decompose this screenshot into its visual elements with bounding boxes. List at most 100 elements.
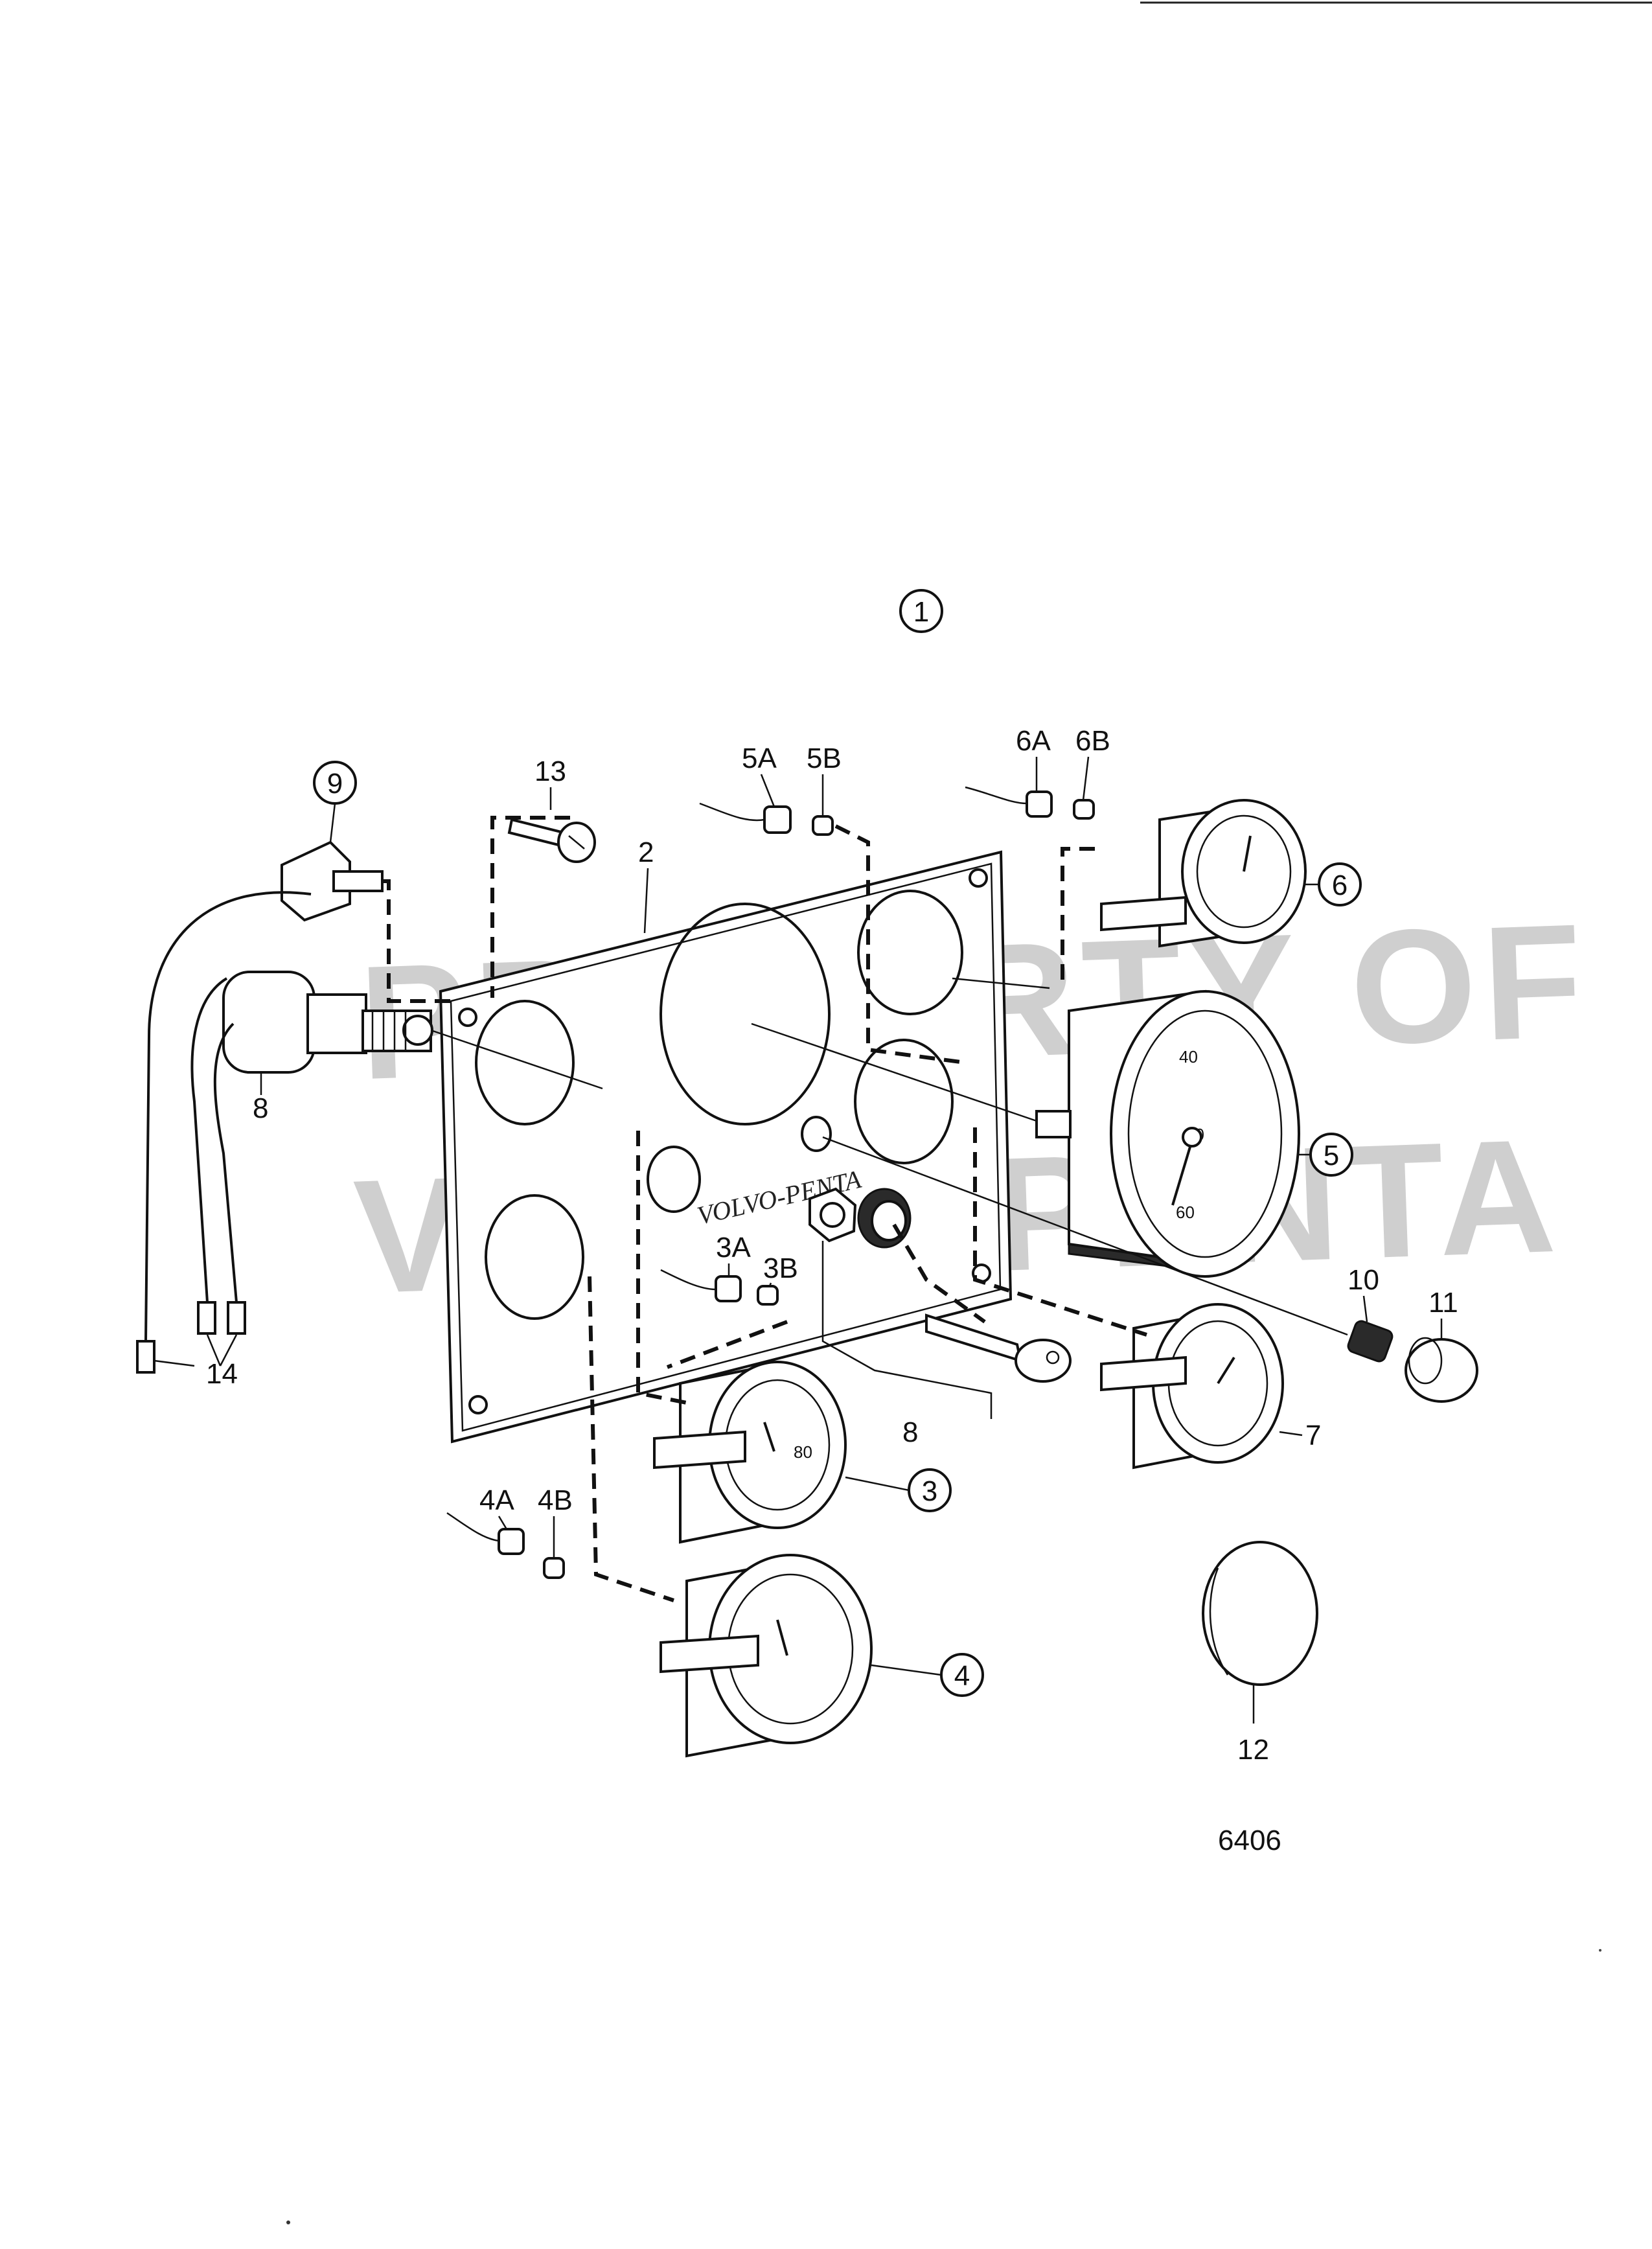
leader-switch: [430, 1029, 603, 1090]
gauge-5-needle: [1171, 1140, 1193, 1206]
wire-2: [190, 977, 228, 1303]
gauge-6-needle: [1243, 835, 1252, 872]
knob-shaft: [332, 870, 384, 892]
plug-12-edge: [1209, 1567, 1229, 1676]
screw-13: [507, 818, 596, 863]
bulb-6B-body: [1073, 799, 1095, 820]
label-7-pointer: [1279, 1431, 1303, 1436]
cap-11: [1405, 1337, 1478, 1403]
label-9-pointer: [329, 803, 336, 843]
hole-gauge-6: [857, 890, 963, 1015]
screw-slot: [568, 835, 585, 849]
terminal-1: [136, 1340, 155, 1374]
wire-6A: [965, 786, 1027, 805]
gauge-6-bracket: [1100, 895, 1187, 932]
screw-hole-bottom-left: [468, 1395, 488, 1414]
hole-gauge-5: [660, 903, 831, 1125]
wire-1: [144, 891, 312, 1342]
assembly-callout-number: 1: [913, 596, 929, 628]
key-hole: [1046, 1350, 1060, 1365]
bulb-3B-body: [757, 1285, 779, 1306]
gauge-5-scale-40: 40: [1179, 1047, 1198, 1067]
label-5: 5: [1324, 1140, 1339, 1171]
lamp-holder-4A: [446, 1512, 525, 1555]
screw-shank: [507, 818, 566, 848]
gauge-5-hub: [1182, 1127, 1202, 1148]
hole-gauge-7: [854, 1039, 954, 1164]
leader-screw: [490, 816, 570, 998]
label-4A-pointer: [498, 1516, 508, 1530]
leader-key: [892, 1223, 986, 1324]
wire-5A: [699, 802, 765, 822]
panel-plate: [439, 850, 1013, 1444]
scan-speck: [1599, 1949, 1601, 1952]
leader-3B: [666, 1320, 788, 1369]
screw-hole-top-right: [969, 868, 988, 888]
label-14: 14: [206, 1358, 238, 1390]
gauge-4-bracket: [660, 1634, 759, 1674]
label-4B: 4B: [538, 1484, 573, 1516]
socket-6A: [1026, 790, 1053, 818]
leader-6B: [1061, 847, 1095, 985]
leader-gauge-7: [973, 1127, 1147, 1337]
label-3-pointer: [845, 1476, 910, 1492]
cap-11-rim: [1408, 1337, 1443, 1385]
callout-5: 5: [1309, 1133, 1353, 1177]
nut-and-switch-8: [809, 1187, 1072, 1419]
gauge-7-bracket: [1100, 1355, 1187, 1392]
label-12: 12: [1237, 1734, 1269, 1766]
label-14-pointer-a: [206, 1334, 222, 1367]
bracket-8-line: [821, 1241, 992, 1419]
label-14-pointer-c: [154, 1359, 195, 1367]
hole-lamp: [801, 1116, 832, 1152]
leader-gauge-3: [636, 1131, 687, 1405]
socket-4A: [498, 1528, 525, 1555]
key-blade: [925, 1313, 1022, 1363]
switch-body: [222, 971, 315, 1074]
label-9: 9: [327, 768, 343, 800]
label-2-pointer: [643, 868, 649, 934]
bulb-5B-body: [812, 815, 834, 836]
label-6A: 6A: [1016, 725, 1051, 757]
cap-11-body: [1405, 1338, 1478, 1403]
bulb-3B: [757, 1285, 779, 1306]
leader-gauge-5: [751, 1022, 1037, 1122]
bulb-6B: [1073, 799, 1095, 820]
gauge-5-face: [1127, 1009, 1283, 1258]
wire-harness-14: [136, 891, 312, 1374]
bulb-holder-10: [1347, 1320, 1394, 1363]
callout-6: 6: [1318, 862, 1362, 906]
label-5A: 5A: [742, 743, 777, 774]
label-10-pointer: [1362, 1295, 1368, 1322]
label-4: 4: [954, 1660, 970, 1692]
leader-gauge-6: [952, 977, 1050, 989]
hole-gauge-3: [475, 1000, 575, 1125]
instrument-panel: VOLVO-PENTA: [439, 850, 1013, 1444]
callout-4: 4: [940, 1653, 984, 1697]
gauge-5-stud: [1035, 1110, 1072, 1138]
leader-gauge-4: [588, 1276, 674, 1602]
label-5B: 5B: [807, 743, 842, 774]
dimmer-knob-9: [281, 840, 384, 922]
gauge-5: 40 50 60: [1035, 989, 1300, 1278]
socket-5A: [763, 805, 792, 834]
label-3B-pointer: [768, 1282, 772, 1287]
scan-speck: [286, 2220, 290, 2224]
gauge-3: 80: [653, 1361, 847, 1544]
label-2: 2: [638, 836, 654, 868]
leader-dimmer: [382, 879, 453, 1003]
gauge-5-bezel: [1110, 990, 1300, 1278]
wire-3: [213, 1022, 238, 1303]
gauge-5-scale-60: 60: [1176, 1203, 1195, 1222]
label-6: 6: [1332, 870, 1348, 901]
gauge-6: [1100, 799, 1307, 948]
bulb-4B-body: [543, 1557, 565, 1579]
label-3: 3: [922, 1475, 937, 1507]
label-3B: 3B: [763, 1252, 798, 1284]
switch-neck: [306, 993, 367, 1054]
wire-3A: [660, 1269, 717, 1291]
gauge-4: [660, 1554, 873, 1758]
gauge-4-needle: [776, 1619, 788, 1656]
figure-number: 6406: [1218, 1825, 1281, 1856]
